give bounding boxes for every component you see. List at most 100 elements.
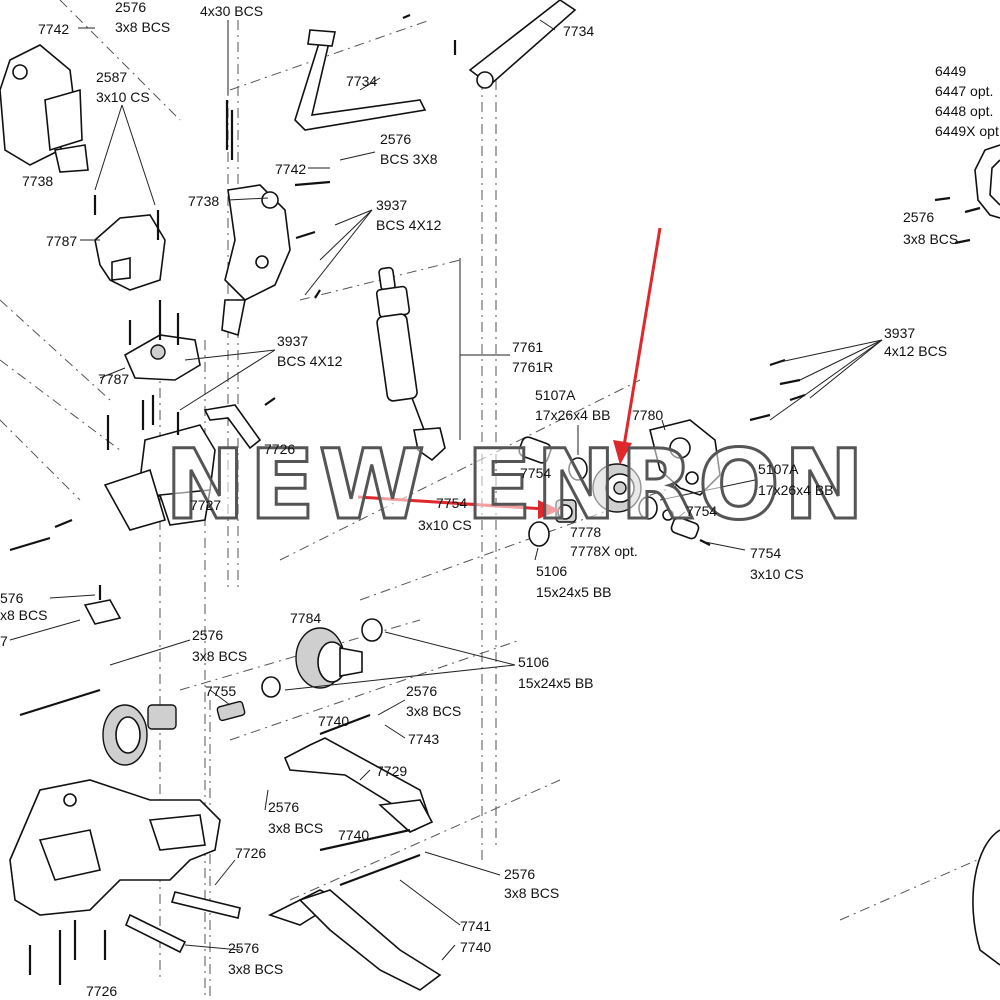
label-7742: 7742 [275, 161, 306, 177]
watermark-text: NEW ENRON [165, 429, 868, 541]
hub-carrier-7738-left [0, 44, 89, 173]
label-3937: 3937 [277, 333, 308, 349]
label-6449: 6449 [935, 63, 966, 79]
lower-arm-7729 [283, 737, 434, 833]
shock-7761 [375, 266, 446, 462]
bearing-5106-center [361, 618, 383, 642]
label-6448-opt: 6448 opt. [935, 103, 993, 119]
label-3x8-bcs: 3x8 BCS [504, 885, 559, 901]
label-5106: 5106 [536, 563, 567, 579]
label-3937: 3937 [884, 325, 915, 341]
gear-7784 [295, 627, 363, 689]
label-2576: 2576 [903, 209, 934, 225]
label-5107a: 5107A [758, 461, 799, 477]
label-7778x-opt: 7778X opt. [570, 543, 638, 559]
bulkhead-7727 [103, 424, 216, 531]
label-4x30-bcs: 4x30 BCS [200, 3, 263, 19]
label-7784: 7784 [290, 610, 321, 626]
highlight-arrows [357, 227, 662, 519]
label-15x24x5-bb: 15x24x5 BB [536, 584, 612, 600]
label-7-partial: 7 [0, 633, 8, 649]
label-bcs-4x12: BCS 4X12 [376, 217, 442, 233]
label-5106: 5106 [518, 654, 549, 670]
label-2576: 2576 [406, 683, 437, 699]
label-7787: 7787 [46, 233, 77, 249]
label-3x8-bcs: 3x8 BCS [903, 231, 958, 247]
transmission-gear [102, 704, 177, 766]
hub-carrier-7738-center [221, 184, 291, 337]
label-2576: 2576 [380, 131, 411, 147]
label-6449x-opt: 6449X opt. [935, 123, 1000, 139]
label-3x10-cs: 3x10 CS [418, 517, 472, 533]
label-x8-bcs-partial: x8 BCS [0, 607, 47, 623]
label-7726: 7726 [235, 845, 266, 861]
label-7742: 7742 [38, 21, 69, 37]
label-3x8-bcs: 3x8 BCS [192, 648, 247, 664]
label-2576: 2576 [504, 866, 535, 882]
label-7754: 7754 [520, 465, 551, 481]
link-7726-small [203, 404, 262, 450]
label-2576: 2576 [115, 0, 146, 15]
label-7734: 7734 [346, 73, 377, 89]
label-7755: 7755 [205, 683, 236, 699]
shaft-7755 [216, 700, 246, 722]
bulkhead-cover-7787-top [94, 214, 166, 291]
label-7738: 7738 [188, 193, 219, 209]
label-17x26x4-bb: 17x26x4 BB [535, 407, 611, 423]
label-3x10-cs: 3x10 CS [96, 89, 150, 105]
upper-arm-7734 [294, 0, 577, 131]
label-3937: 3937 [376, 197, 407, 213]
label-2576: 2576 [268, 799, 299, 815]
label-4x12-bcs: 4x12 BCS [884, 343, 947, 359]
label-17x26x4-bb: 17x26x4 BB [758, 482, 834, 498]
label-7741: 7741 [460, 918, 491, 934]
bearing-5107A-left [568, 457, 588, 481]
differential [592, 463, 642, 513]
label-7738: 7738 [22, 173, 53, 189]
label-7780: 7780 [632, 407, 663, 423]
label-2576: 2576 [192, 627, 223, 643]
bearing-5106-lower [261, 676, 281, 698]
label-7726: 7726 [264, 441, 295, 457]
label-7734: 7734 [563, 23, 594, 39]
link-bars-7726 [124, 891, 241, 954]
label-2587: 2587 [96, 69, 127, 85]
diff-housing-7780 [649, 419, 721, 496]
label-7726: 7726 [86, 983, 117, 999]
spur-gear-6449 [974, 144, 1000, 219]
label-7727: 7727 [190, 497, 221, 513]
label-7743: 7743 [408, 731, 439, 747]
label-3x8-bcs: 3x8 BCS [228, 961, 283, 977]
label-7754: 7754 [436, 495, 467, 511]
tire-edge [972, 829, 1000, 966]
label-7740: 7740 [460, 939, 491, 955]
label-7754: 7754 [686, 503, 717, 519]
label-7729: 7729 [376, 763, 407, 779]
label-3x8-bcs: 3x8 BCS [115, 19, 170, 35]
label-bcs-4x12: BCS 4X12 [277, 353, 343, 369]
bearing-5107A-right [638, 496, 658, 520]
output-cup-7754 [518, 436, 700, 540]
label-7761r: 7761R [512, 359, 553, 375]
label-bcs-3x8: BCS 3X8 [380, 151, 438, 167]
label-7778: 7778 [570, 524, 601, 540]
label-7740: 7740 [338, 827, 369, 843]
label-7787: 7787 [98, 371, 129, 387]
label-5107a: 5107A [535, 387, 576, 403]
label-3x10-cs: 3x10 CS [750, 566, 804, 582]
skid-7787-bottom [83, 599, 122, 625]
label-3x8-bcs: 3x8 BCS [268, 820, 323, 836]
chassis [9, 779, 221, 916]
pinion-7778 [555, 499, 577, 523]
leader-lines [9, 19, 883, 961]
label-2576: 2576 [228, 940, 259, 956]
nut-7754 [662, 509, 674, 521]
label-6447-opt: 6447 opt. [935, 83, 993, 99]
label-3x8-bcs: 3x8 BCS [406, 703, 461, 719]
label-7754: 7754 [750, 545, 781, 561]
label-15x24x5-bb: 15x24x5 BB [518, 675, 594, 691]
